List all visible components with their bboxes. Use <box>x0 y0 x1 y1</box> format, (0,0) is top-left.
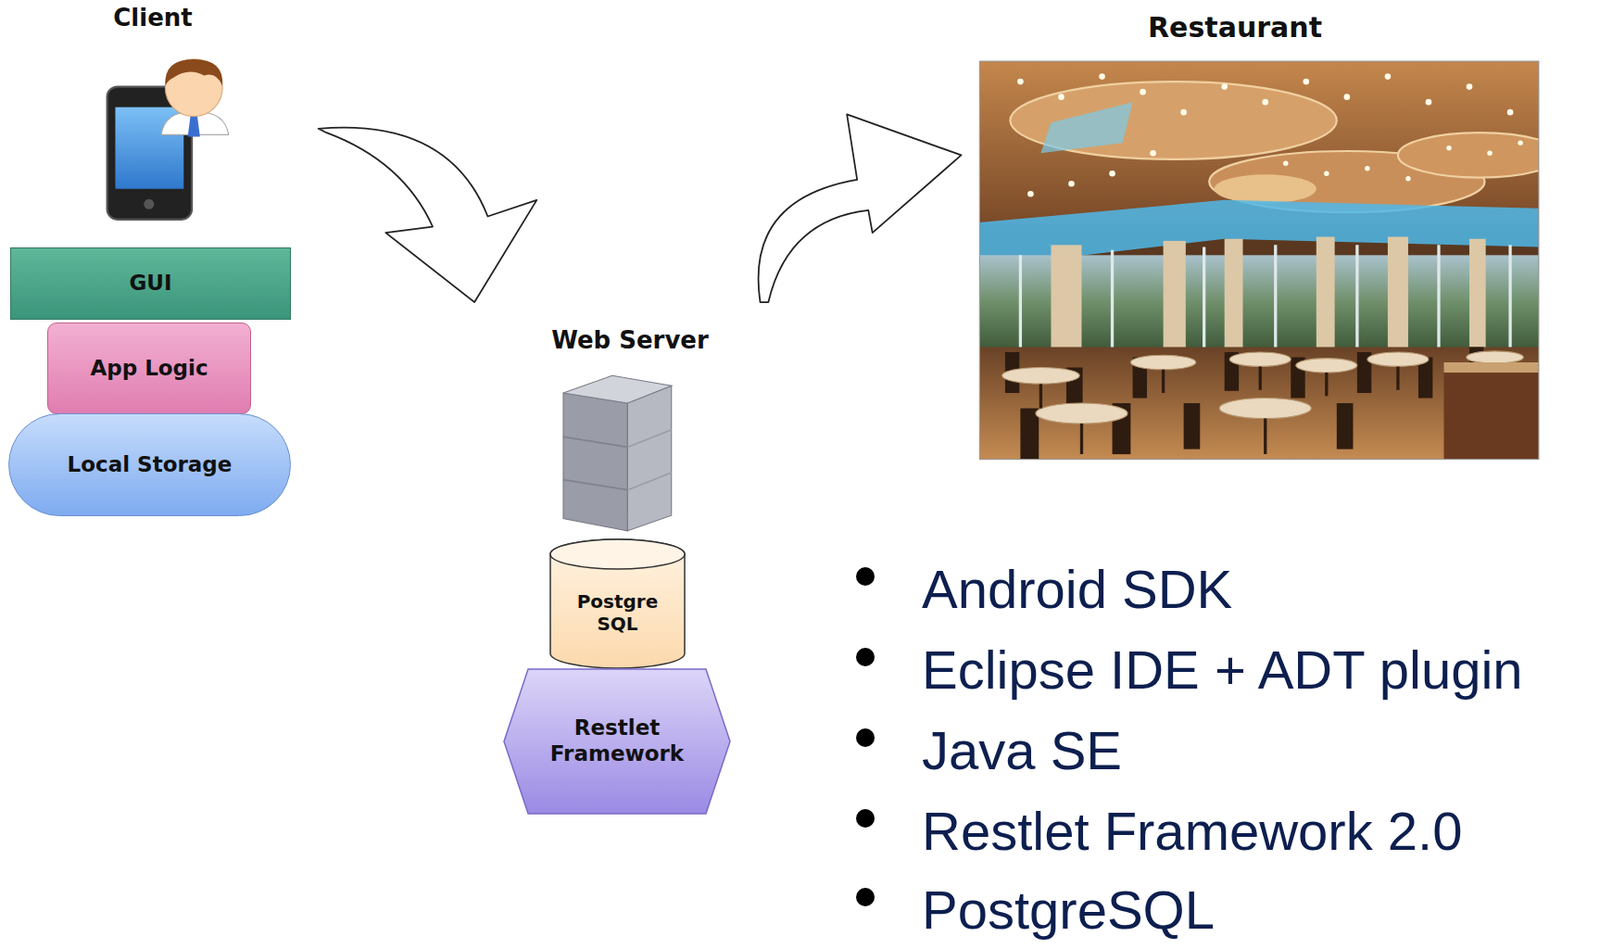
node-label: Restlet Framework <box>538 715 696 767</box>
node-label: GUI <box>128 270 172 297</box>
layer-box: App Logic <box>47 322 252 415</box>
node-label: Postgre SQL <box>566 590 669 635</box>
hexagon-body <box>503 668 731 814</box>
bullet-dots <box>856 566 875 907</box>
photo-frame <box>979 61 1539 460</box>
server-icon <box>563 375 672 530</box>
group-heading: Web Server <box>551 326 709 354</box>
node-label: App Logic <box>89 355 208 382</box>
bullet-text: Java SE <box>921 723 1122 778</box>
cylinder-body <box>550 539 685 668</box>
flow-arrow <box>318 127 538 303</box>
client-phone-icon <box>107 59 229 220</box>
group-heading: Restaurant <box>1147 11 1323 44</box>
bullet-text: Android SDK <box>921 562 1233 617</box>
group-heading: Client <box>113 3 192 32</box>
storage-box: Local Storage <box>8 413 291 517</box>
restaurant-photo <box>979 61 1539 460</box>
layer-box: GUI <box>10 247 291 320</box>
cylinder-top <box>550 539 685 569</box>
bullet-text: Restlet Framework 2.0 <box>921 804 1462 858</box>
bullet-text: Eclipse IDE + ADT plugin <box>921 642 1524 697</box>
bullet-text: PostgreSQL <box>921 882 1215 937</box>
database-cylinder: Postgre SQL <box>549 539 686 668</box>
framework-hexagon: Restlet Framework <box>503 667 731 815</box>
node-label: Local Storage <box>67 452 233 479</box>
flow-arrow <box>758 113 962 303</box>
